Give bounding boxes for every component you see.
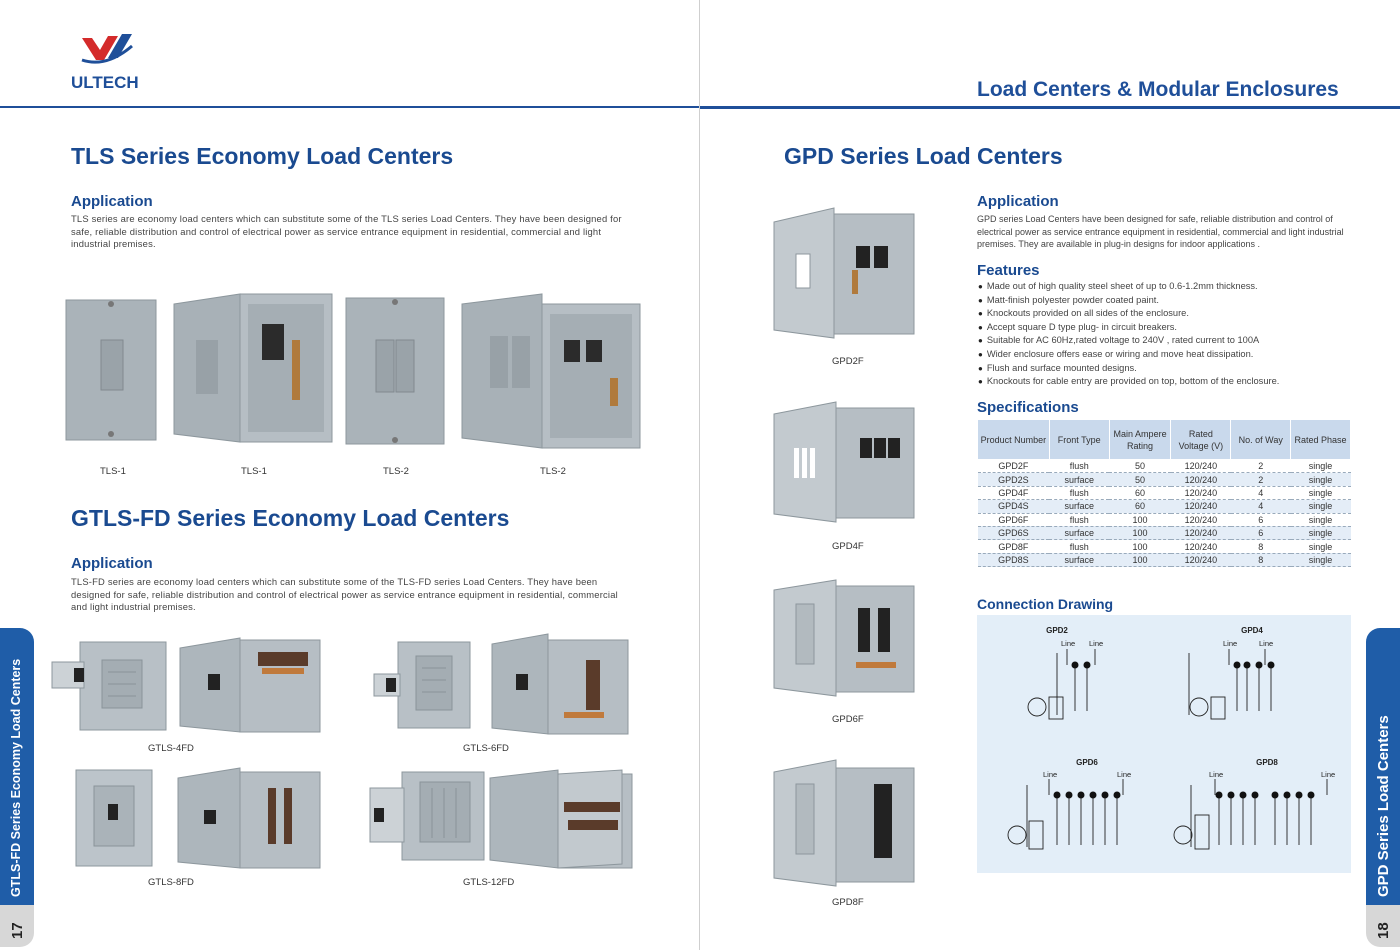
tls-1-cover-image	[65, 299, 157, 441]
drawing-label-gpd4: GPD4	[1241, 626, 1263, 635]
gtls-application-heading: Application	[71, 555, 153, 572]
gpd-caption-3: GPD6F	[832, 714, 864, 725]
spec-header-phase: Rated Phase	[1290, 419, 1351, 460]
right-page-number: 18	[1375, 922, 1392, 939]
line-label: Line	[1223, 639, 1237, 648]
gtls-caption-1: GTLS-4FD	[148, 743, 194, 754]
feature-item: Wider enclosure offers ease or wiring an…	[978, 348, 1358, 362]
gtls-6fd-cover-image	[373, 641, 471, 729]
gpd-title: GPD Series Load Centers	[784, 143, 1063, 169]
gtls-caption-3: GTLS-8FD	[148, 877, 194, 888]
connection-drawing-heading: Connection Drawing	[977, 596, 1114, 612]
features-list: Made out of high quality steel sheet of …	[978, 280, 1358, 389]
gtls-12fd-cover-image	[369, 771, 485, 861]
header-rule-left	[0, 106, 699, 108]
spec-header-product: Product Number	[977, 419, 1050, 460]
drawing-label-gpd8: GPD8	[1256, 758, 1278, 767]
spec-header-front: Front Type	[1048, 419, 1110, 460]
gpd-caption-4: GPD8F	[832, 897, 864, 908]
brand-name: ULTECH	[71, 73, 139, 92]
line-label: Line	[1089, 639, 1103, 648]
tls-caption-4: TLS-2	[540, 466, 566, 477]
tls-caption-1: TLS-1	[100, 466, 126, 477]
header-title: Load Centers & Modular Enclosures	[977, 78, 1339, 101]
gtls-title: GTLS-FD Series Economy Load Centers	[71, 505, 510, 531]
gtls-8fd-cover-image	[75, 769, 153, 867]
page-divider	[699, 0, 700, 950]
gtls-8fd-open-image	[177, 767, 321, 869]
line-label: Line	[1117, 770, 1131, 779]
gpd-application-heading: Application	[977, 193, 1059, 210]
tls-title: TLS Series Economy Load Centers	[71, 143, 454, 169]
gtls-caption-4: GTLS-12FD	[463, 877, 515, 888]
tls-caption-2: TLS-1	[241, 466, 267, 477]
tls-2-cover-image	[345, 297, 445, 445]
gpd-application-text: GPD series Load Centers have been design…	[977, 214, 1344, 250]
gpd8f-image	[773, 759, 915, 887]
tls-2-open-image	[461, 293, 641, 449]
features-heading: Features	[977, 262, 1040, 279]
ultech-logo-icon	[81, 34, 133, 64]
feature-item: Accept square D type plug- in circuit br…	[978, 321, 1358, 335]
spec-header-ampere: Main Ampere Rating	[1108, 419, 1172, 460]
gtls-6fd-open-image	[491, 633, 629, 735]
tls-application-heading: Application	[71, 193, 153, 210]
gtls-4fd-cover-image	[51, 641, 167, 731]
tls-caption-3: TLS-2	[383, 466, 409, 477]
right-side-tab: GPD Series Load Centers	[1366, 628, 1400, 905]
feature-item: Suitable for AC 60Hz,rated voltage to 24…	[978, 334, 1358, 348]
gpd4f-image	[773, 401, 915, 523]
gpd6f-image	[773, 579, 915, 697]
tls-application-text: TLS series are economy load centers whic…	[71, 213, 622, 250]
feature-item: Flush and surface mounted designs.	[978, 362, 1358, 376]
gtls-12fd-open-image	[489, 769, 633, 869]
drawing-label-gpd2: GPD2	[1046, 626, 1068, 635]
specifications-table: Product Number Front Type Main Ampere Ra…	[977, 419, 1351, 568]
spec-header-ways: No. of Way	[1230, 419, 1292, 460]
spec-header-voltage: Rated Voltage (V)	[1170, 419, 1232, 460]
right-side-tab-label: GPD Series Load Centers	[1375, 715, 1392, 897]
left-page-number: 17	[9, 922, 26, 939]
tls-1-open-image	[173, 293, 333, 443]
line-label: Line	[1043, 770, 1057, 779]
gtls-application-text: TLS-FD series are economy load centers w…	[71, 576, 618, 613]
header-rule-right	[700, 106, 1400, 109]
gpd-caption-1: GPD2F	[832, 356, 864, 367]
right-page-number-box: 18	[1366, 905, 1400, 947]
feature-item: Knockouts provided on all sides of the e…	[978, 307, 1358, 321]
line-label: Line	[1061, 639, 1075, 648]
feature-item: Knockouts for cable entry are provided o…	[978, 375, 1358, 389]
left-page-number-box: 17	[0, 905, 34, 947]
feature-item: Made out of high quality steel sheet of …	[978, 280, 1358, 294]
gtls-caption-2: GTLS-6FD	[463, 743, 509, 754]
line-label: Line	[1321, 770, 1335, 779]
left-side-tab: GTLS-FD Series Economy Load Centers	[0, 628, 34, 905]
line-label: Line	[1209, 770, 1223, 779]
feature-item: Matt-finish polyester powder coated pain…	[978, 294, 1358, 308]
gpd-caption-2: GPD4F	[832, 541, 864, 552]
drawing-label-gpd6: GPD6	[1076, 758, 1098, 767]
gpd2f-image	[773, 207, 915, 339]
connection-drawing-diagram: GPD2 GPD4 GPD6 GPD8 Line Line Line Line …	[1007, 626, 1335, 850]
line-label: Line	[1259, 639, 1273, 648]
connection-drawing-panel	[977, 615, 1351, 873]
gtls-4fd-open-image	[179, 637, 321, 733]
left-side-tab-label: GTLS-FD Series Economy Load Centers	[9, 658, 23, 897]
specifications-heading: Specifications	[977, 399, 1079, 416]
